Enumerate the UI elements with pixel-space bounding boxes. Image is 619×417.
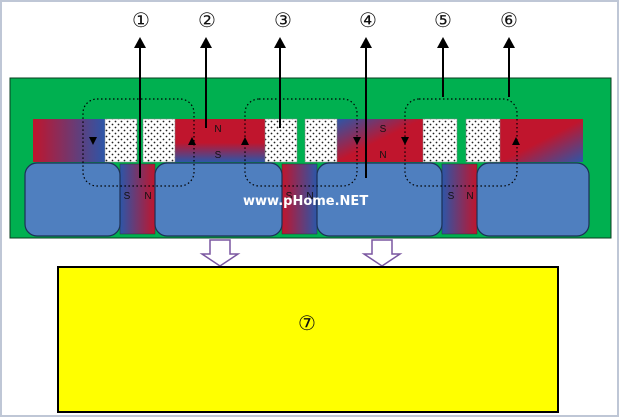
arrow-6-head (503, 37, 515, 48)
spacer-1 (104, 118, 138, 163)
top-magnet-3 (337, 119, 423, 162)
arrow-1-head (134, 37, 146, 48)
pole-block-3 (316, 162, 443, 237)
down-arrowhead-2 (353, 137, 361, 145)
arrow-3-head (274, 37, 286, 48)
watermark: www.pHome.NET (243, 194, 368, 209)
pole-s-small-2: S (286, 191, 293, 202)
arrow-2-head (200, 37, 212, 48)
pole-s-top-1: S (215, 150, 222, 161)
flux-loop-3 (404, 98, 518, 187)
pole-n-small-2: N (306, 191, 313, 202)
pole-n-top-1: N (214, 124, 221, 135)
pole-s-small-3: S (448, 191, 455, 202)
pole-s-small-1: S (124, 191, 131, 202)
label-1: ① (132, 8, 150, 32)
small-magnet-2 (281, 163, 318, 235)
spacer-2 (142, 118, 176, 163)
pole-s-top-2: S (380, 124, 387, 135)
down-arrowhead-3 (401, 137, 409, 145)
pole-n-small-3: N (466, 191, 473, 202)
top-magnet-2 (175, 119, 265, 162)
label-4: ④ (359, 8, 377, 32)
flux-loop-2 (244, 98, 358, 187)
spacer-6 (465, 118, 501, 163)
pole-n-small-1: N (144, 191, 151, 202)
pole-n-top-2: N (379, 150, 386, 161)
up-arrowhead-2 (241, 137, 249, 145)
pole-block-1 (24, 162, 121, 237)
label-3: ③ (274, 8, 292, 32)
label-7: ⑦ (298, 311, 316, 335)
up-arrowhead-1 (188, 137, 196, 145)
flux-loop-1 (82, 98, 195, 187)
pole-block-4 (476, 162, 590, 237)
label-5: ⑤ (434, 8, 452, 32)
arrow-5-head (437, 37, 449, 48)
pole-block-2 (154, 162, 283, 237)
down-arrowhead-1 (89, 137, 97, 145)
target-workpiece (57, 266, 559, 413)
top-magnet-4 (500, 119, 583, 162)
label-6: ⑥ (500, 8, 518, 32)
flux-down-arrow-1 (199, 239, 241, 267)
arrow-4-head (360, 37, 372, 48)
label-2: ② (198, 8, 216, 32)
small-magnet-1 (119, 163, 156, 235)
spacer-5 (422, 118, 458, 163)
small-magnet-3 (441, 163, 478, 235)
flux-down-arrow-2 (361, 239, 403, 267)
up-arrowhead-3 (512, 137, 520, 145)
spacer-4 (304, 118, 338, 163)
